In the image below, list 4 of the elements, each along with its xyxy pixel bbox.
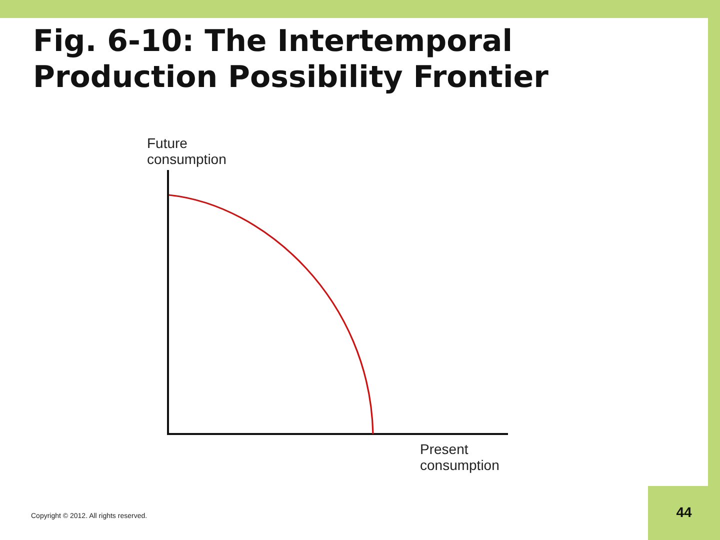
axis-title: Present consumption — [420, 441, 500, 473]
axis-title: Future consumption — [147, 135, 228, 167]
slide-number: 44 — [648, 486, 720, 540]
slide-title: Fig. 6-10: The Intertemporal Production Possibility Frontier — [33, 24, 550, 96]
